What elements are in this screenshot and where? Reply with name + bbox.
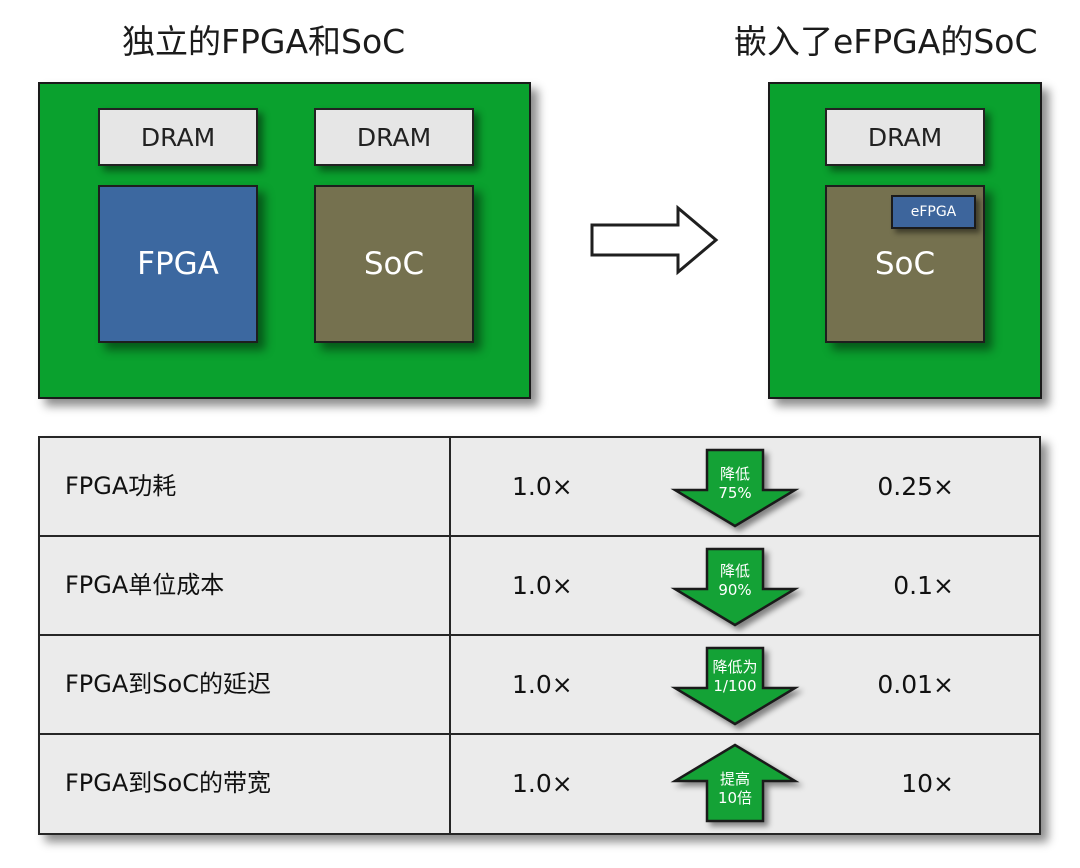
after-value: 0.1× [893,571,954,600]
dram-block-1: DRAM [98,108,258,166]
dram-block: DRAM [825,108,985,166]
table-row: FPGA到SoC的带宽 1.0× 提高 10倍 10× [40,735,1039,832]
metric-label: FPGA单位成本 [65,571,225,599]
down-arrow-icon [670,646,800,726]
table-row: FPGA到SoC的延迟 1.0× 降低为 1/100 0.01× [40,636,1039,735]
change-line-1: 提高 [719,770,750,788]
down-arrow-icon [670,547,800,627]
left-board: DRAM DRAM FPGA SoC [38,82,531,399]
before-value: 1.0× [512,571,573,600]
dram-block-2: DRAM [314,108,474,166]
left-title: 独立的FPGA和SoC [122,22,406,61]
change-line-2: 90% [718,581,752,599]
change-line-1: 降低 [719,562,750,580]
up-arrow-icon [670,743,800,823]
right-title: 嵌入了eFPGA的SoC [734,22,1038,61]
change-line-1: 降低 [719,465,750,483]
metric-label: FPGA到SoC的带宽 [65,769,271,797]
table-row: FPGA功耗 1.0× 降低 75% 0.25× [40,438,1039,537]
comparison-table: FPGA功耗 1.0× 降低 75% 0.25× FPGA单位成本 1.0× 降… [38,436,1041,835]
change-line-2: 1/100 [713,677,757,695]
before-value: 1.0× [512,670,573,699]
soc-chip: SoC [314,185,474,343]
before-value: 1.0× [512,472,573,501]
change-label: 降低 75% [695,465,775,503]
before-value: 1.0× [512,769,573,798]
after-value: 0.01× [877,670,954,699]
change-line-1: 降低为 [712,658,758,676]
metric-label: FPGA到SoC的延迟 [65,670,271,698]
after-value: 0.25× [877,472,954,501]
transition-arrow-icon [590,204,719,276]
efpga-block: eFPGA [891,195,976,229]
change-label: 降低为 1/100 [695,658,775,696]
down-arrow-icon [670,448,800,528]
after-value: 10× [901,769,954,798]
fpga-chip: FPGA [98,185,258,343]
soc-label: SoC [874,246,936,282]
change-line-2: 10倍 [717,789,753,807]
change-label: 提高 10倍 [695,770,775,808]
change-line-2: 75% [718,484,752,502]
change-label: 降低 90% [695,562,775,600]
table-row: FPGA单位成本 1.0× 降低 90% 0.1× [40,537,1039,636]
right-board: DRAM SoC eFPGA [768,82,1042,399]
metric-label: FPGA功耗 [65,472,177,500]
